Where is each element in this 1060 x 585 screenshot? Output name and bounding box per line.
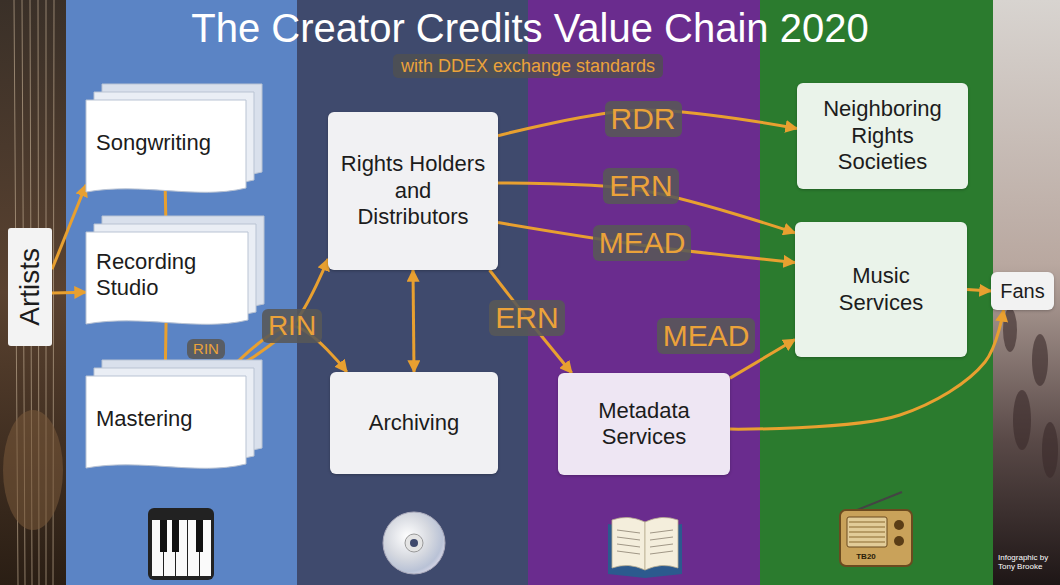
node-label: Metadata Services <box>566 398 722 451</box>
flow-arrow <box>967 290 991 292</box>
document-sheet <box>86 100 246 192</box>
column-creation <box>66 0 297 585</box>
column-metadata <box>528 0 760 585</box>
process-box: Music Services <box>795 222 967 357</box>
node-label: Artists <box>13 248 47 326</box>
flow-arrow <box>498 223 795 263</box>
node-label: Recording Studio <box>96 249 242 302</box>
flow-arrow <box>490 270 572 373</box>
cd-icon <box>383 512 445 574</box>
standard-label: RDR <box>605 101 682 138</box>
process-box: Neighboring Rights Societies <box>797 83 968 189</box>
piano-icon <box>148 508 214 580</box>
flow-arrow <box>52 291 86 295</box>
standard-label: RIN <box>187 339 225 358</box>
document-box: Songwriting <box>86 84 262 196</box>
standard-label: RIN <box>262 309 322 343</box>
document-box: Recording Studio <box>86 216 264 328</box>
book-icon <box>608 517 682 578</box>
column-services <box>760 0 993 585</box>
subtitle-badge: with DDEX exchange standards <box>393 54 663 79</box>
standard-label: MEAD <box>657 318 756 355</box>
audience-box: Fans <box>991 272 1054 310</box>
standard-label: ERN <box>489 300 564 337</box>
flow-arrow <box>413 270 414 372</box>
document-box: Mastering <box>86 360 262 472</box>
credit-note: Infographic by Tony Brooke <box>998 553 1056 571</box>
process-box: Archiving <box>330 372 498 474</box>
flow-arrow <box>52 185 86 269</box>
process-box: Rights Holders and Distributors <box>328 112 498 270</box>
standard-label: MEAD <box>593 225 692 262</box>
node-label: Songwriting <box>96 130 211 156</box>
standard-label: ERN <box>603 168 678 205</box>
node-label: Music Services <box>821 263 941 316</box>
column-rights <box>297 0 528 585</box>
actor-box: Artists <box>8 228 52 346</box>
document-sheet <box>86 232 248 324</box>
document-sheet <box>86 376 246 468</box>
guitar-body <box>3 410 63 530</box>
process-box: Metadata Services <box>558 373 730 475</box>
node-label: Fans <box>1000 279 1044 303</box>
node-label: Archiving <box>369 410 459 436</box>
diagram-title: The Creator Credits Value Chain 2020 <box>0 5 1060 51</box>
crowd-hands <box>1003 308 1058 478</box>
node-label: Rights Holders and Distributors <box>336 151 490 230</box>
node-label: Mastering <box>96 406 193 432</box>
node-label: Neighboring Rights Societies <box>805 96 960 175</box>
radio-icon <box>840 492 912 566</box>
radio-badge: TB20 <box>856 552 876 561</box>
